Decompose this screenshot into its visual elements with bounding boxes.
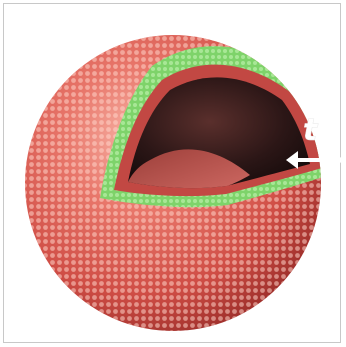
thickness-label: t xyxy=(303,113,319,148)
